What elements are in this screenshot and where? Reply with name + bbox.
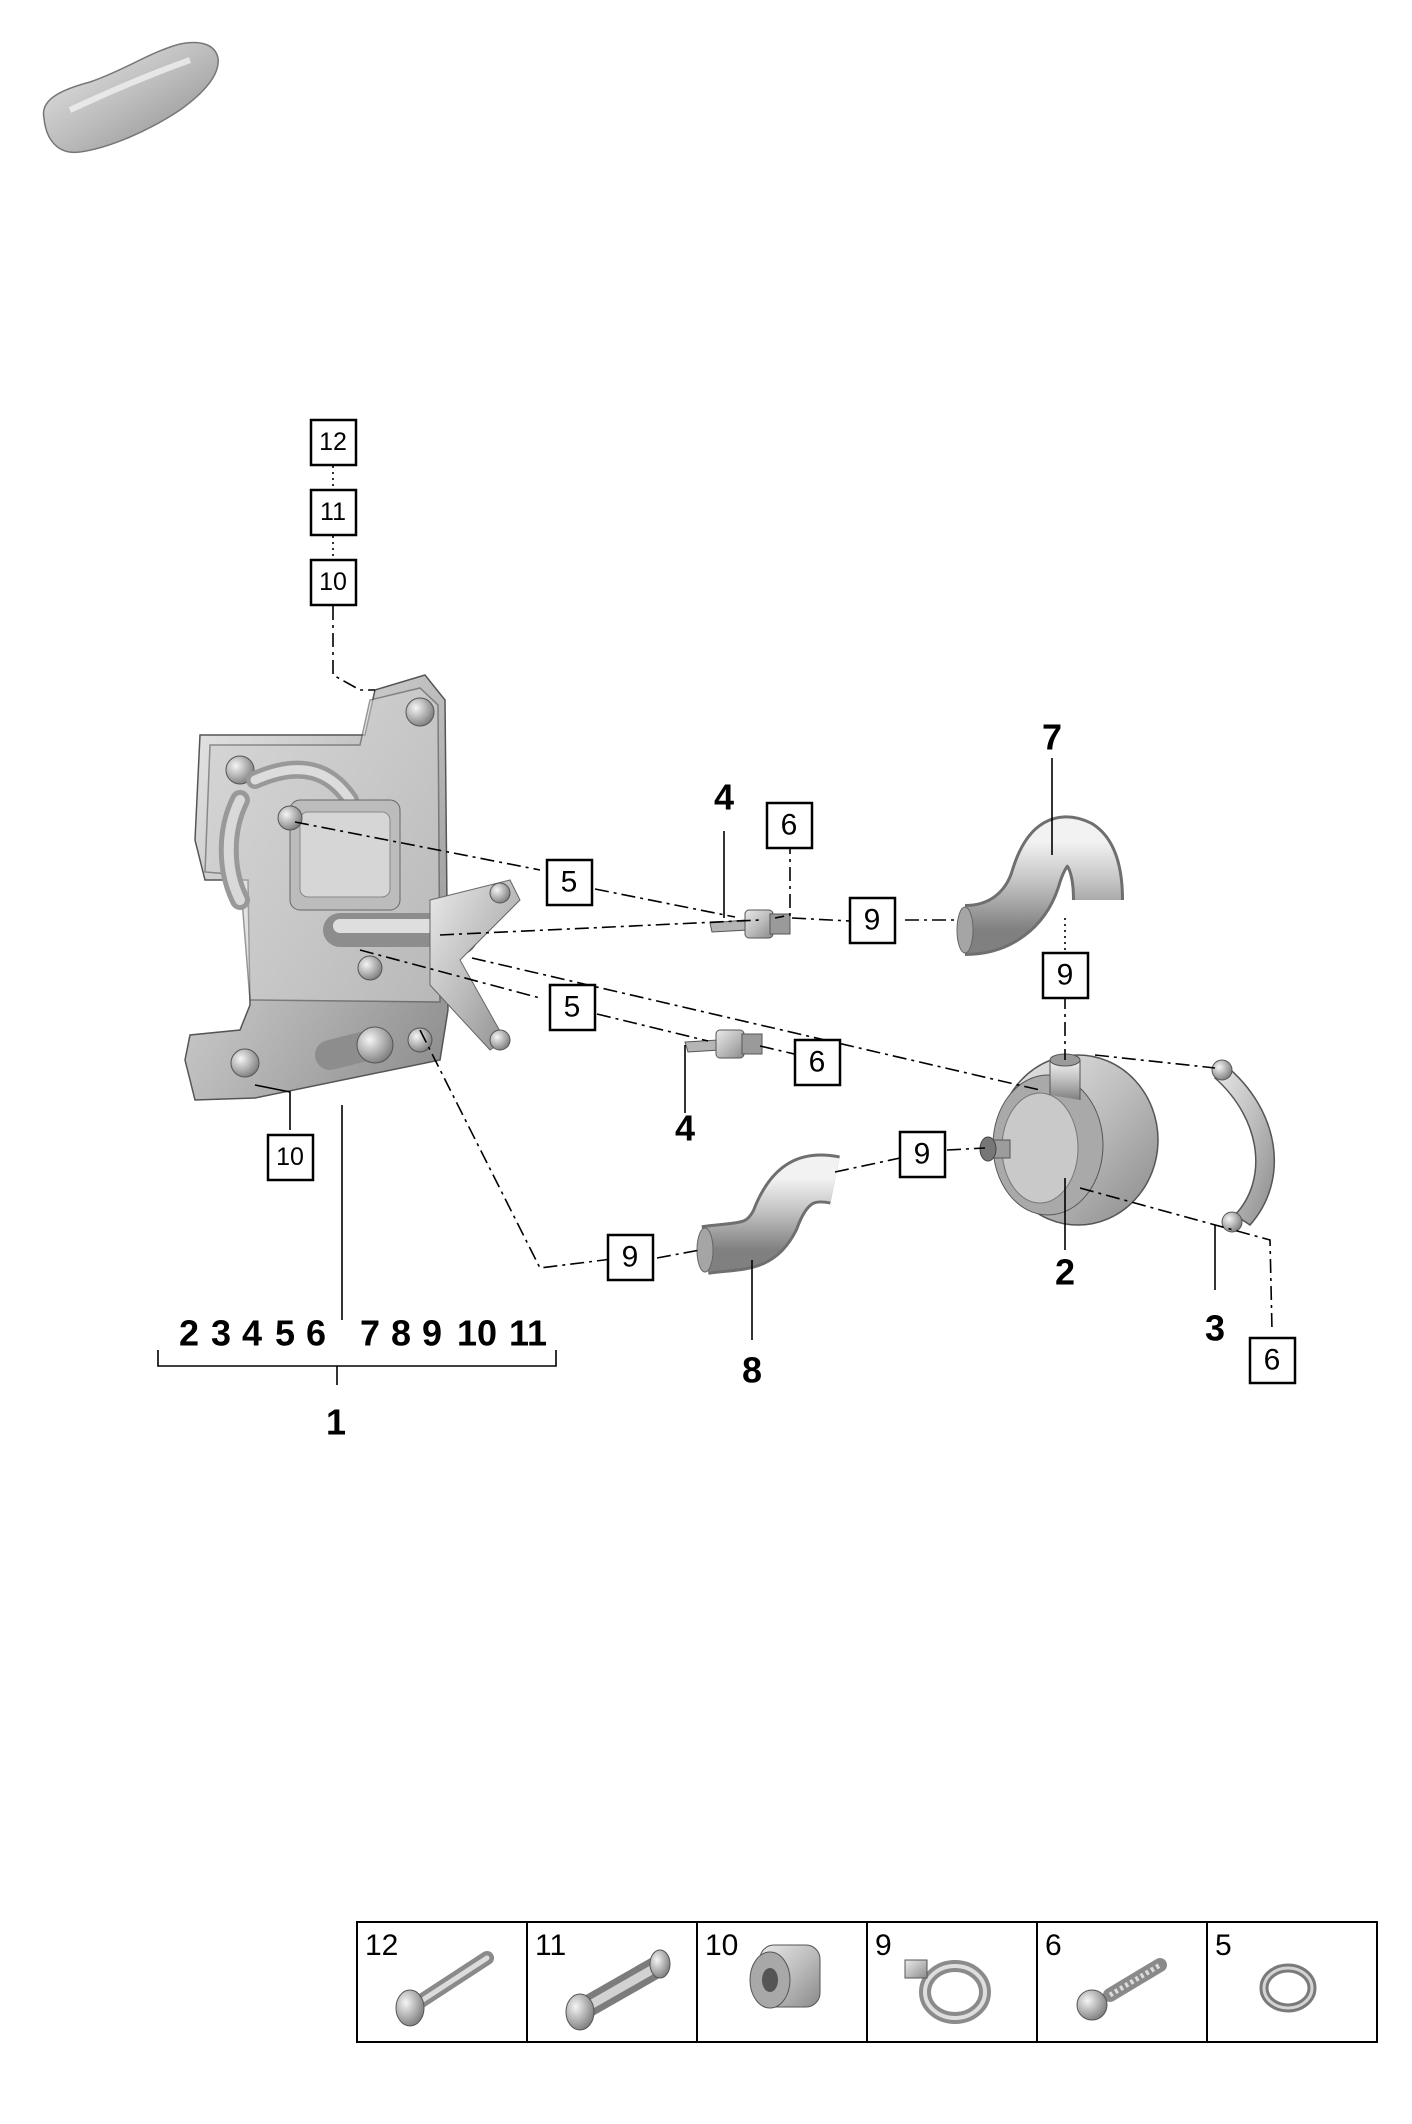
assembly-item: 6 bbox=[306, 1313, 326, 1354]
svg-text:10: 10 bbox=[705, 1929, 738, 1962]
assembly-item: 5 bbox=[275, 1313, 295, 1354]
bolt-icon bbox=[395, 1951, 494, 2027]
legend-cell-10: 10 bbox=[696, 1921, 868, 2043]
svg-text:12: 12 bbox=[365, 1929, 398, 1962]
legend-cell-6: 6 bbox=[1036, 1921, 1208, 2043]
callout-6-upper: 6 bbox=[765, 801, 814, 850]
callout-9-pump-top: 9 bbox=[1041, 951, 1090, 1000]
part-label-8: 8 bbox=[742, 1350, 762, 1391]
coolant-hose-8 bbox=[696, 1153, 840, 1275]
callout-11-top: 11 bbox=[309, 488, 358, 537]
callout-9-upper: 9 bbox=[848, 896, 897, 945]
callout-6-right: 6 bbox=[1248, 1336, 1297, 1385]
assembly-item: 8 bbox=[391, 1313, 411, 1354]
callout-6-middle: 6 bbox=[793, 1038, 842, 1087]
assembly-item: 10 bbox=[457, 1313, 497, 1354]
callout-9-lower: 9 bbox=[606, 1233, 655, 1282]
callout-5-lower: 5 bbox=[548, 983, 597, 1032]
svg-text:5: 5 bbox=[561, 866, 578, 899]
legend-cell-12: 12 bbox=[356, 1921, 528, 2043]
svg-text:5: 5 bbox=[1215, 1929, 1232, 1962]
svg-text:10: 10 bbox=[319, 568, 347, 596]
leader-lines bbox=[157, 466, 1273, 1385]
assembly-item: 4 bbox=[242, 1313, 262, 1354]
assembly-item: 3 bbox=[211, 1313, 231, 1354]
hose-clamp-icon bbox=[904, 1959, 991, 2024]
screw-icon bbox=[1076, 1958, 1167, 2021]
svg-text:10: 10 bbox=[276, 1143, 304, 1171]
svg-text:11: 11 bbox=[320, 498, 346, 526]
callout-12-top: 12 bbox=[309, 418, 358, 467]
svg-text:9: 9 bbox=[914, 1138, 931, 1171]
svg-text:6: 6 bbox=[781, 809, 798, 842]
assembly-item: 7 bbox=[360, 1313, 380, 1354]
coolant-module-housing bbox=[184, 674, 521, 1101]
pump-bracket bbox=[1211, 1059, 1276, 1233]
svg-text:9: 9 bbox=[622, 1241, 639, 1274]
part-label-2: 2 bbox=[1055, 1252, 1075, 1293]
callout-9-pump-side: 9 bbox=[898, 1130, 947, 1179]
assembly-item: 2 bbox=[179, 1313, 199, 1354]
svg-text:9: 9 bbox=[875, 1929, 892, 1962]
o-ring-icon bbox=[1259, 1963, 1317, 2013]
electric-coolant-pump bbox=[979, 1053, 1159, 1226]
temperature-sensor-upper bbox=[709, 909, 791, 939]
svg-text:5: 5 bbox=[564, 991, 581, 1024]
part-label-3: 3 bbox=[1205, 1308, 1225, 1349]
callout-10-bottom: 10 bbox=[266, 1133, 315, 1182]
part-label-7: 7 bbox=[1042, 717, 1062, 758]
part-label-4-upper: 4 bbox=[714, 777, 734, 818]
vehicle-silhouette-icon bbox=[42, 41, 219, 154]
part-label-4-lower: 4 bbox=[675, 1108, 695, 1149]
spacer-sleeve-icon bbox=[565, 1949, 671, 2031]
fastener-legend-table: 12 11 10 bbox=[356, 1921, 1378, 2043]
svg-text:6: 6 bbox=[1045, 1929, 1062, 1962]
legend-cell-9: 9 bbox=[866, 1921, 1038, 2043]
rubber-bushing-icon bbox=[749, 1944, 821, 2009]
legend-cell-11: 11 bbox=[526, 1921, 698, 2043]
callout-5-upper: 5 bbox=[545, 858, 594, 907]
svg-text:6: 6 bbox=[1264, 1344, 1281, 1377]
part-label-1: 1 bbox=[326, 1402, 346, 1443]
temperature-sensor-lower bbox=[684, 1029, 763, 1059]
coolant-hose-7 bbox=[956, 815, 1124, 956]
svg-text:11: 11 bbox=[535, 1929, 566, 1962]
svg-text:9: 9 bbox=[1057, 959, 1074, 992]
callout-10-top: 10 bbox=[309, 558, 358, 607]
svg-text:6: 6 bbox=[809, 1046, 826, 1079]
assembly-item: 11 bbox=[509, 1313, 547, 1354]
svg-text:9: 9 bbox=[864, 904, 881, 937]
svg-text:12: 12 bbox=[319, 428, 347, 456]
assembly-item: 9 bbox=[422, 1313, 442, 1354]
assembly-contents-list: 2 3 4 5 6 7 8 9 10 11 bbox=[179, 1313, 547, 1354]
legend-cell-5: 5 bbox=[1206, 1921, 1378, 2043]
